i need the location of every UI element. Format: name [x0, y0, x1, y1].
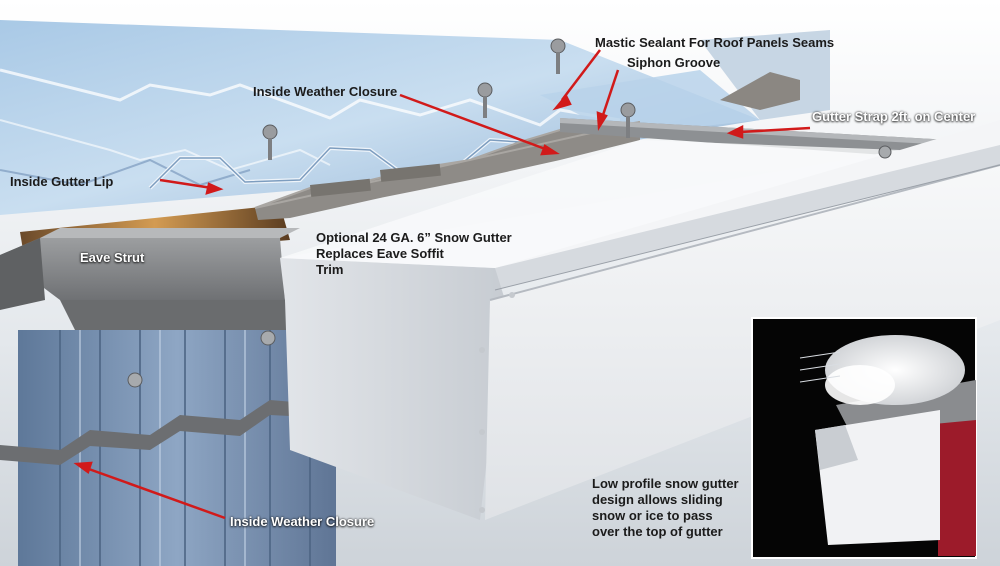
inset-photo	[751, 317, 977, 559]
label-optional-gutter-line1: Optional 24 GA. 6” Snow Gutter	[316, 230, 512, 245]
inset-caption-line3: snow or ice to pass	[592, 508, 713, 523]
wall-panels	[0, 330, 336, 566]
label-optional-gutter-line2: Replaces Eave Soffit	[316, 246, 444, 261]
inset-caption-line2: design allows sliding	[592, 492, 723, 507]
label-mastic-sealant: Mastic Sealant For Roof Panels Seams	[595, 35, 835, 50]
label-siphon-groove: Siphon Groove	[627, 55, 721, 70]
inset-caption: Low profile snow gutter design allows sl…	[592, 476, 739, 540]
snow-gutter	[280, 120, 1000, 520]
label-inside-weather-closure-bottom: Inside Weather Closure	[230, 514, 375, 529]
label-eave-strut: Eave Strut	[80, 250, 145, 265]
label-inside-weather-closure-top: Inside Weather Closure	[253, 84, 398, 99]
label-optional-gutter-line3: Trim	[316, 262, 344, 277]
label-inside-gutter-lip: Inside Gutter Lip	[10, 174, 114, 189]
label-gutter-strap: Gutter Strap 2ft. on Center	[812, 109, 976, 124]
eave-strut	[0, 228, 300, 330]
screw-icon	[127, 38, 892, 388]
inset-caption-line1: Low profile snow gutter	[592, 476, 739, 491]
leader-arrows	[73, 49, 811, 520]
inset-caption-line4: over the top of gutter	[592, 524, 723, 539]
